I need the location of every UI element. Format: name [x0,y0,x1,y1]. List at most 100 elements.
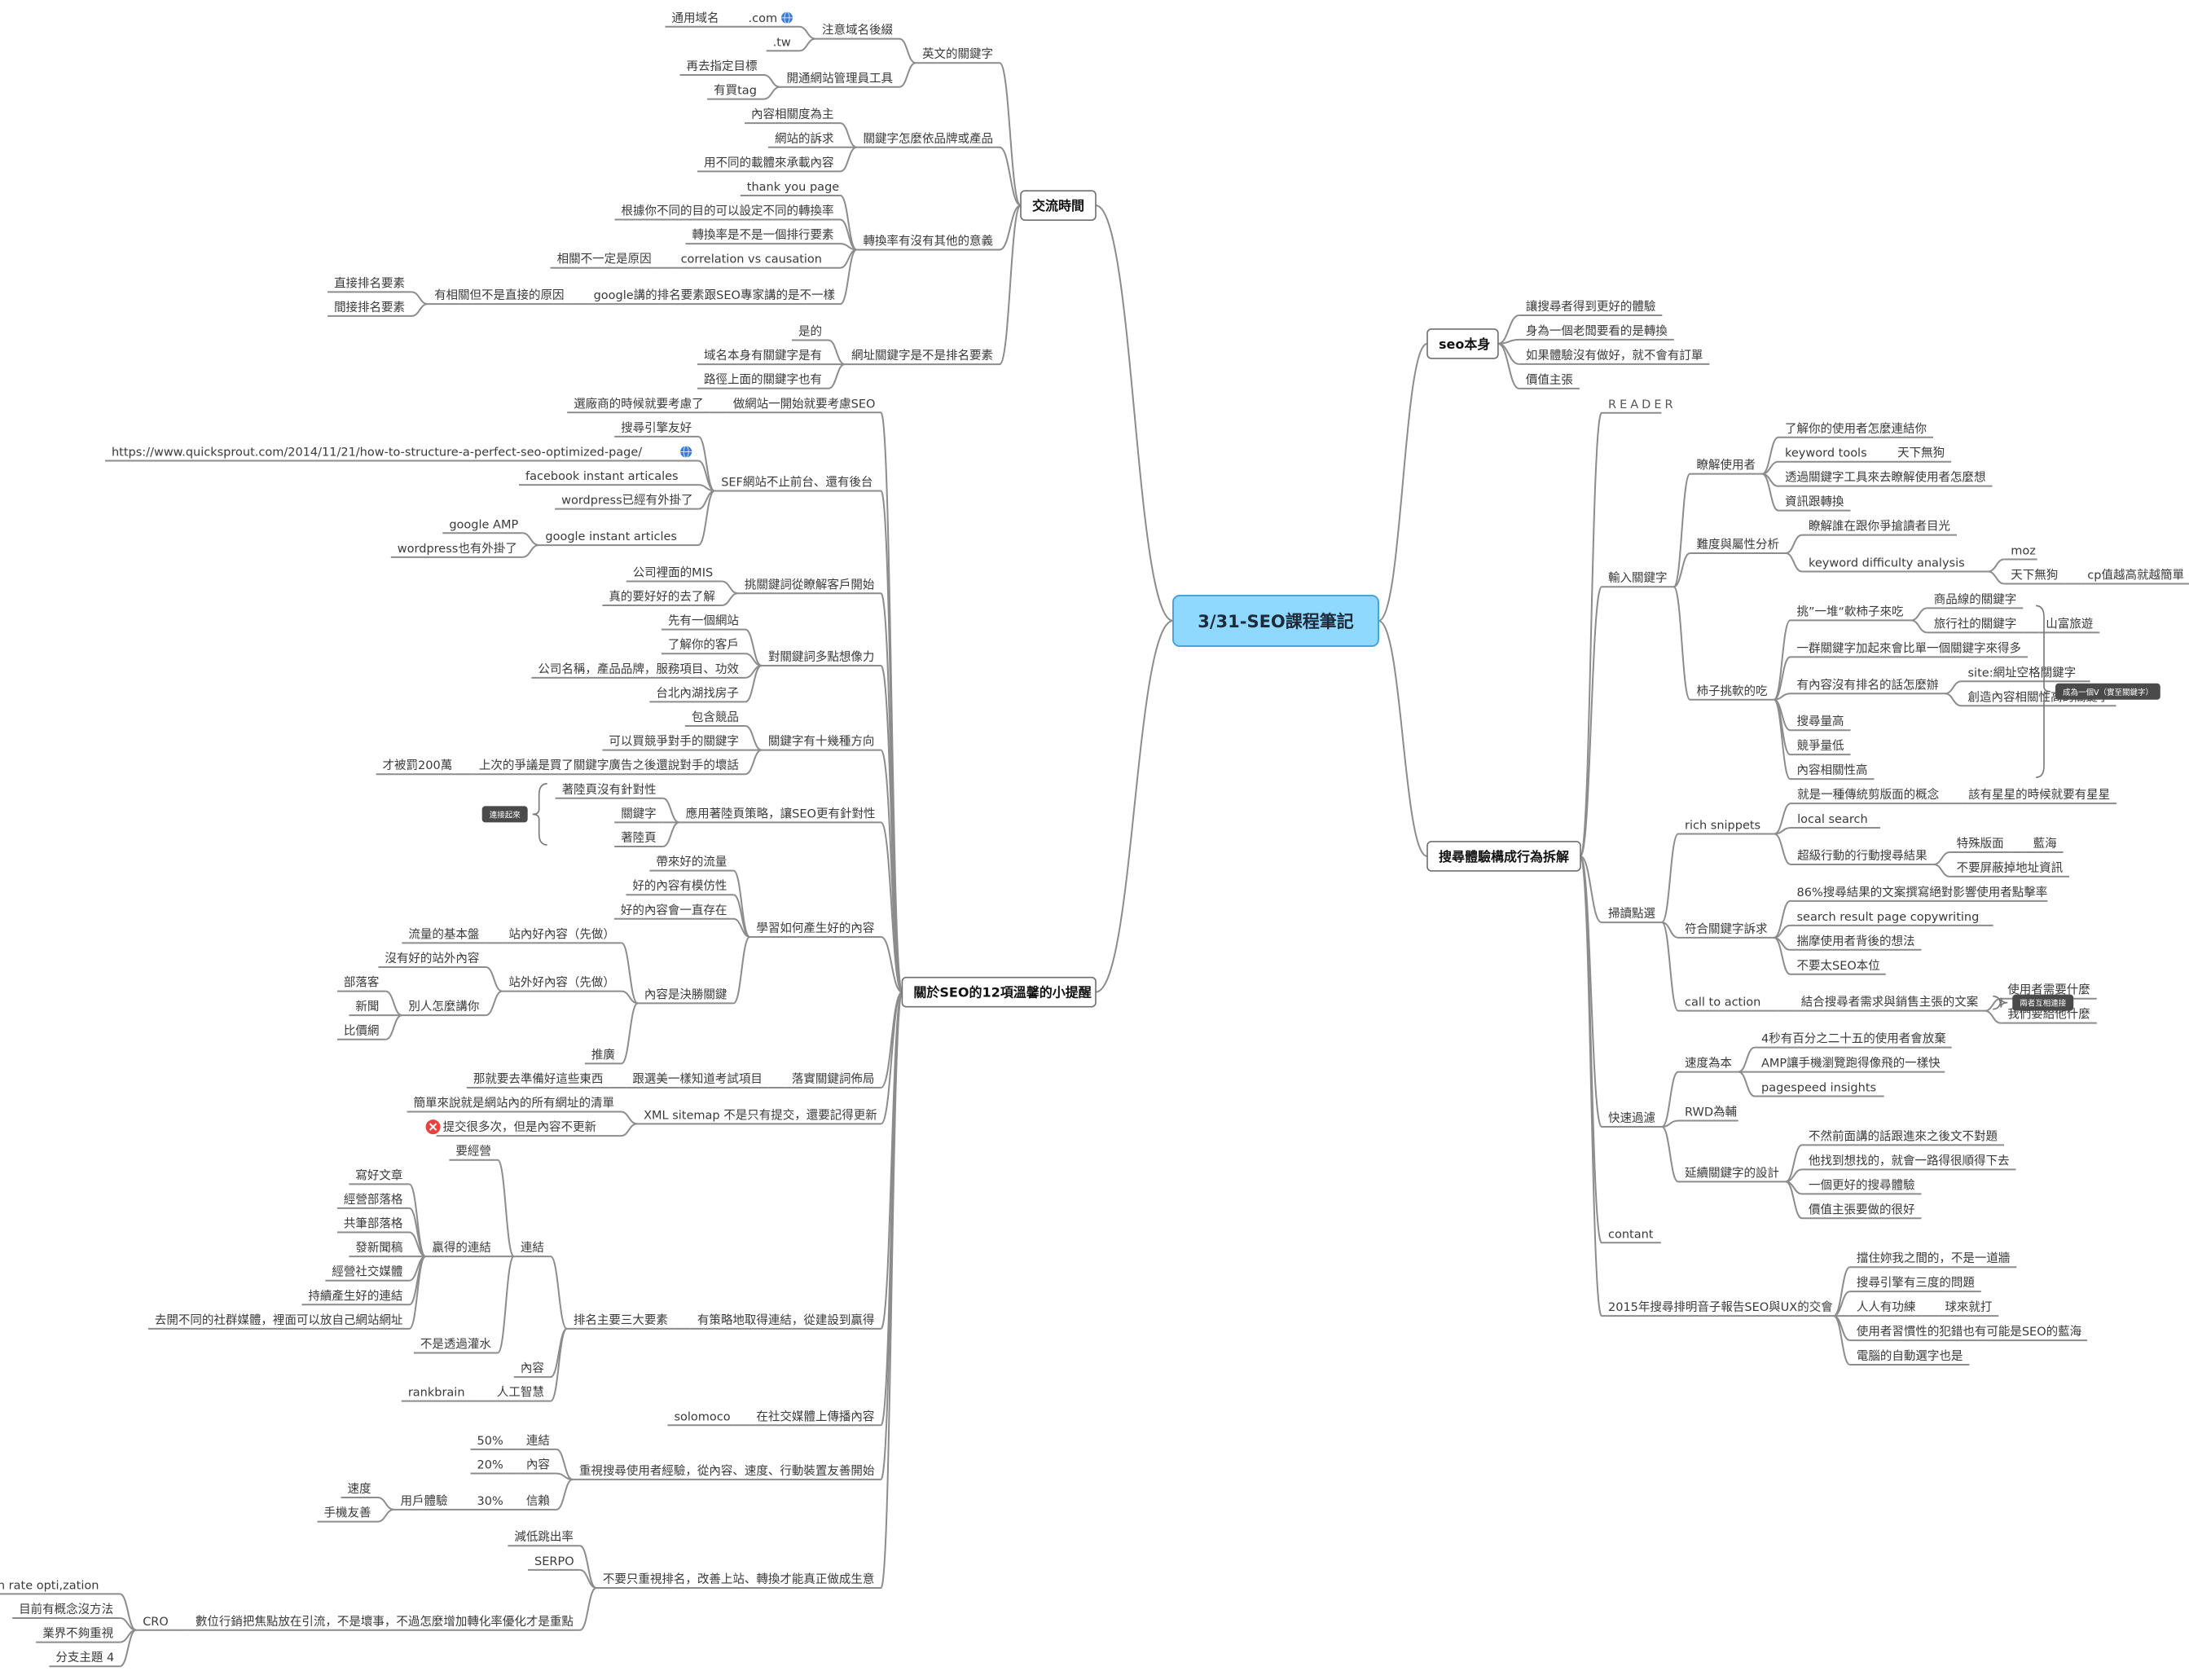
topic-topic[interactable]: 使用者需要什麼 [2007,983,2090,997]
topic-topic[interactable]: 推廣 [591,1048,615,1062]
topic-topic[interactable]: 公司名稱，產品品牌，服務項目、功效 [538,662,739,676]
topic-4[interactable]: 分支主題 4 [55,1651,114,1665]
topic-topic[interactable]: 難度與屬性分析 [1697,538,1780,552]
topic-topic[interactable]: 數位行銷把焦點放在引流，不是壞事，不過怎麼增加轉化率優化才是重點 [196,1615,574,1629]
topic-topic[interactable]: 著陸頁沒有針對性 [562,783,657,797]
topic-topic[interactable]: 包含競品 [692,710,739,724]
topic-correlation-vs-causation[interactable]: correlation vs causation [681,253,822,266]
topic-topic[interactable]: 部落客 [344,976,380,990]
topic-pagespeed-insights[interactable]: pagespeed insights [1761,1082,1876,1095]
topic-seo[interactable]: 做網站一開始就要考慮SEO [733,397,876,411]
topic-topic[interactable]: 新聞 [355,1000,379,1014]
topic-topic[interactable]: 寫好文章 [355,1168,402,1182]
topic-topic[interactable]: 真的要好好的去了解 [609,589,715,604]
topic-50[interactable]: 50% [477,1435,503,1448]
topic-topic[interactable]: 有內容沒有排名的話怎麼辦 [1797,678,1939,692]
topic-topic[interactable]: 搜尋量高 [1797,715,1844,728]
topic-topic[interactable]: 掃讀點選 [1608,906,1655,921]
topic-topic[interactable]: 超級行動的行動搜尋結果 [1797,849,1927,863]
topic-keyword-difficulty-analysis[interactable]: keyword difficulty analysis [1809,557,1965,570]
topic-topic[interactable]: 提交很多次，但是內容不更新 [425,1119,597,1135]
topic-topic[interactable]: 關鍵字怎麼依品牌或產品 [864,132,994,146]
topic-cp[interactable]: cp值越高就越簡單 [2087,568,2184,582]
topic-topic[interactable]: 旅行社的關鍵字 [1934,617,2017,631]
topic-rankbrain[interactable]: rankbrain [408,1387,465,1400]
topic-topic[interactable]: 根據你不同的目的可以設定不同的轉換率 [622,205,834,218]
topic-topic[interactable]: 減低跳出率 [514,1530,574,1544]
topic-topic[interactable]: 跟選美一樣知道考試項目 [632,1072,763,1086]
topic-seo[interactable]: seo本身 [1426,328,1499,359]
topic-seo[interactable]: 不要太SEO本位 [1797,959,1880,973]
topic-topic[interactable]: 擋住妳我之間的，不是一道牆 [1857,1251,2011,1265]
topic-topic[interactable]: 山富旅遊 [2046,616,2093,631]
topic-solomoco[interactable]: solomoco [674,1410,730,1423]
topic-topic[interactable]: 挑”一堆“軟柿子來吃 [1797,604,1904,618]
topic-topic[interactable]: 落實關鍵詞佈局 [792,1071,875,1086]
topic-topic[interactable]: 排名主要三大要素 [574,1313,668,1327]
topic-topic[interactable]: 在社交媒體上傳播內容 [756,1409,874,1423]
topic-topic[interactable]: 藍海 [2033,837,2057,851]
topic-topic[interactable]: 有相關但不是直接的原因 [434,288,565,302]
topic-topic[interactable]: 目前有概念沒方法 [19,1602,113,1616]
topic-topic[interactable]: 業界不夠重視 [42,1627,113,1641]
topic-topic[interactable]: 內容是決勝關鍵 [644,987,727,1001]
topic-topic[interactable]: 關鍵字有十幾種方向 [768,735,875,749]
topic-topic[interactable]: 手機友善 [324,1506,371,1520]
central-topic[interactable]: 3/31-SEO課程筆記 [1172,595,1379,647]
topic-topic[interactable]: 再去指定目標 [687,59,758,73]
topic-topic[interactable]: 內容相關度為主 [751,108,834,121]
topic-contant[interactable]: contant [1608,1228,1654,1241]
topic-topic[interactable]: 價值主張 [1526,373,1573,387]
topic-topic[interactable]: 經營社交媒體 [332,1264,402,1279]
topic-tw[interactable]: .tw [773,36,791,49]
topic-amp[interactable]: AMP讓手機瀏覽跑得像飛的一樣快 [1761,1056,1941,1071]
topic-topic[interactable]: 是的 [798,325,822,339]
topic-topic[interactable]: 經營部落格 [344,1193,403,1207]
topic-topic[interactable]: 競爭量低 [1797,739,1844,753]
topic-topic[interactable]: 去開不同的社群媒體，裡面可以放自己網站網址 [155,1313,403,1327]
topic-topic[interactable]: 路徑上面的關鍵字也有 [704,373,822,387]
topic-topic[interactable]: 速度 [348,1482,371,1496]
topic-topic[interactable]: 可以買競爭對手的關鍵字 [609,735,739,749]
topic-topic[interactable]: 我們要給他什麼 [2007,1008,2090,1022]
topic-topic[interactable]: 通用域名 [672,11,719,25]
topic-topic[interactable]: 輸入關鍵字 [1608,571,1668,585]
topic-thank-you-page[interactable]: thank you page [747,181,840,194]
topic-topic[interactable]: 身為一個老闆要看的是轉換 [1526,324,1668,338]
topic-topic[interactable]: 網址關鍵字是不是排名要素 [851,349,993,363]
topic-keyword-tools[interactable]: keyword tools [1785,447,1867,460]
topic-30[interactable]: 30% [477,1495,503,1508]
topic-topic[interactable]: 搜尋引擎有三度的問題 [1857,1276,1975,1290]
topic-topic[interactable]: 帶來好的流量 [656,855,727,869]
topic-topic[interactable]: 贏得的連結 [432,1241,491,1255]
topic-topic[interactable]: 持續產生好的連結 [308,1289,402,1303]
topic-topic[interactable]: 透過關鍵字工具來去瞭解使用者怎麼想 [1785,471,1986,485]
topic-topic[interactable]: 重視搜尋使用者經驗，從內容、速度、行動裝置友善開始 [579,1464,875,1478]
globe-link-icon[interactable] [680,445,692,458]
topic-topic[interactable]: 快速過濾 [1608,1111,1655,1125]
topic-topic[interactable]: 如果體驗沒有做好，就不會有訂單 [1526,349,1703,363]
topic-topic[interactable]: 不是透過灌水 [420,1337,491,1351]
topic-topic[interactable]: 交流時間 [1020,190,1097,221]
topic-2015-seo-ux[interactable]: 2015年搜尋排明音子報告SEO與UX的交會 [1608,1300,1833,1314]
topic-topic[interactable]: 結合搜尋者需求與銷售主張的文案 [1801,995,1979,1009]
topic-topic[interactable]: 特殊版面 [1957,837,2004,851]
topic-86[interactable]: 86%搜尋結果的文案撰寫絕對影響使用者點擊率 [1797,885,2048,899]
topic-search-result-page-copywriting[interactable]: search result page copywriting [1797,911,1980,924]
topic-topic[interactable]: 柿子挑軟的吃 [1697,684,1768,698]
topic-topic[interactable]: 瞭解誰在跟你爭搶讀者目光 [1809,519,1950,534]
topic-topic[interactable]: 網站的訴求 [775,132,834,146]
topic-topic[interactable]: 要經營 [455,1145,491,1159]
topic-topic[interactable]: 延續關鍵字的設計 [1685,1166,1779,1180]
topic-seo-12[interactable]: 關於SEO的12項溫馨的小提醒 [901,976,1097,1008]
topic-topic[interactable]: 內容 [521,1361,544,1375]
topic-topic[interactable]: 直接排名要素 [334,276,405,290]
topic-topic[interactable]: 商品線的關鍵字 [1934,592,2017,606]
topic-topic[interactable]: 流量的基本盤 [408,927,479,941]
topic-topic[interactable]: 他找到想找的，就會一路得很順得下去 [1809,1154,2010,1168]
topic-topic[interactable]: 了解你的客戶 [668,638,739,652]
topic-topic[interactable]: 相關不一定是原因 [557,253,652,266]
topic-tag[interactable]: 有買tag [714,84,757,98]
topic-topic[interactable]: 先有一個網站 [668,614,739,628]
topic-topic[interactable]: 瞭解使用者 [1697,459,1756,473]
